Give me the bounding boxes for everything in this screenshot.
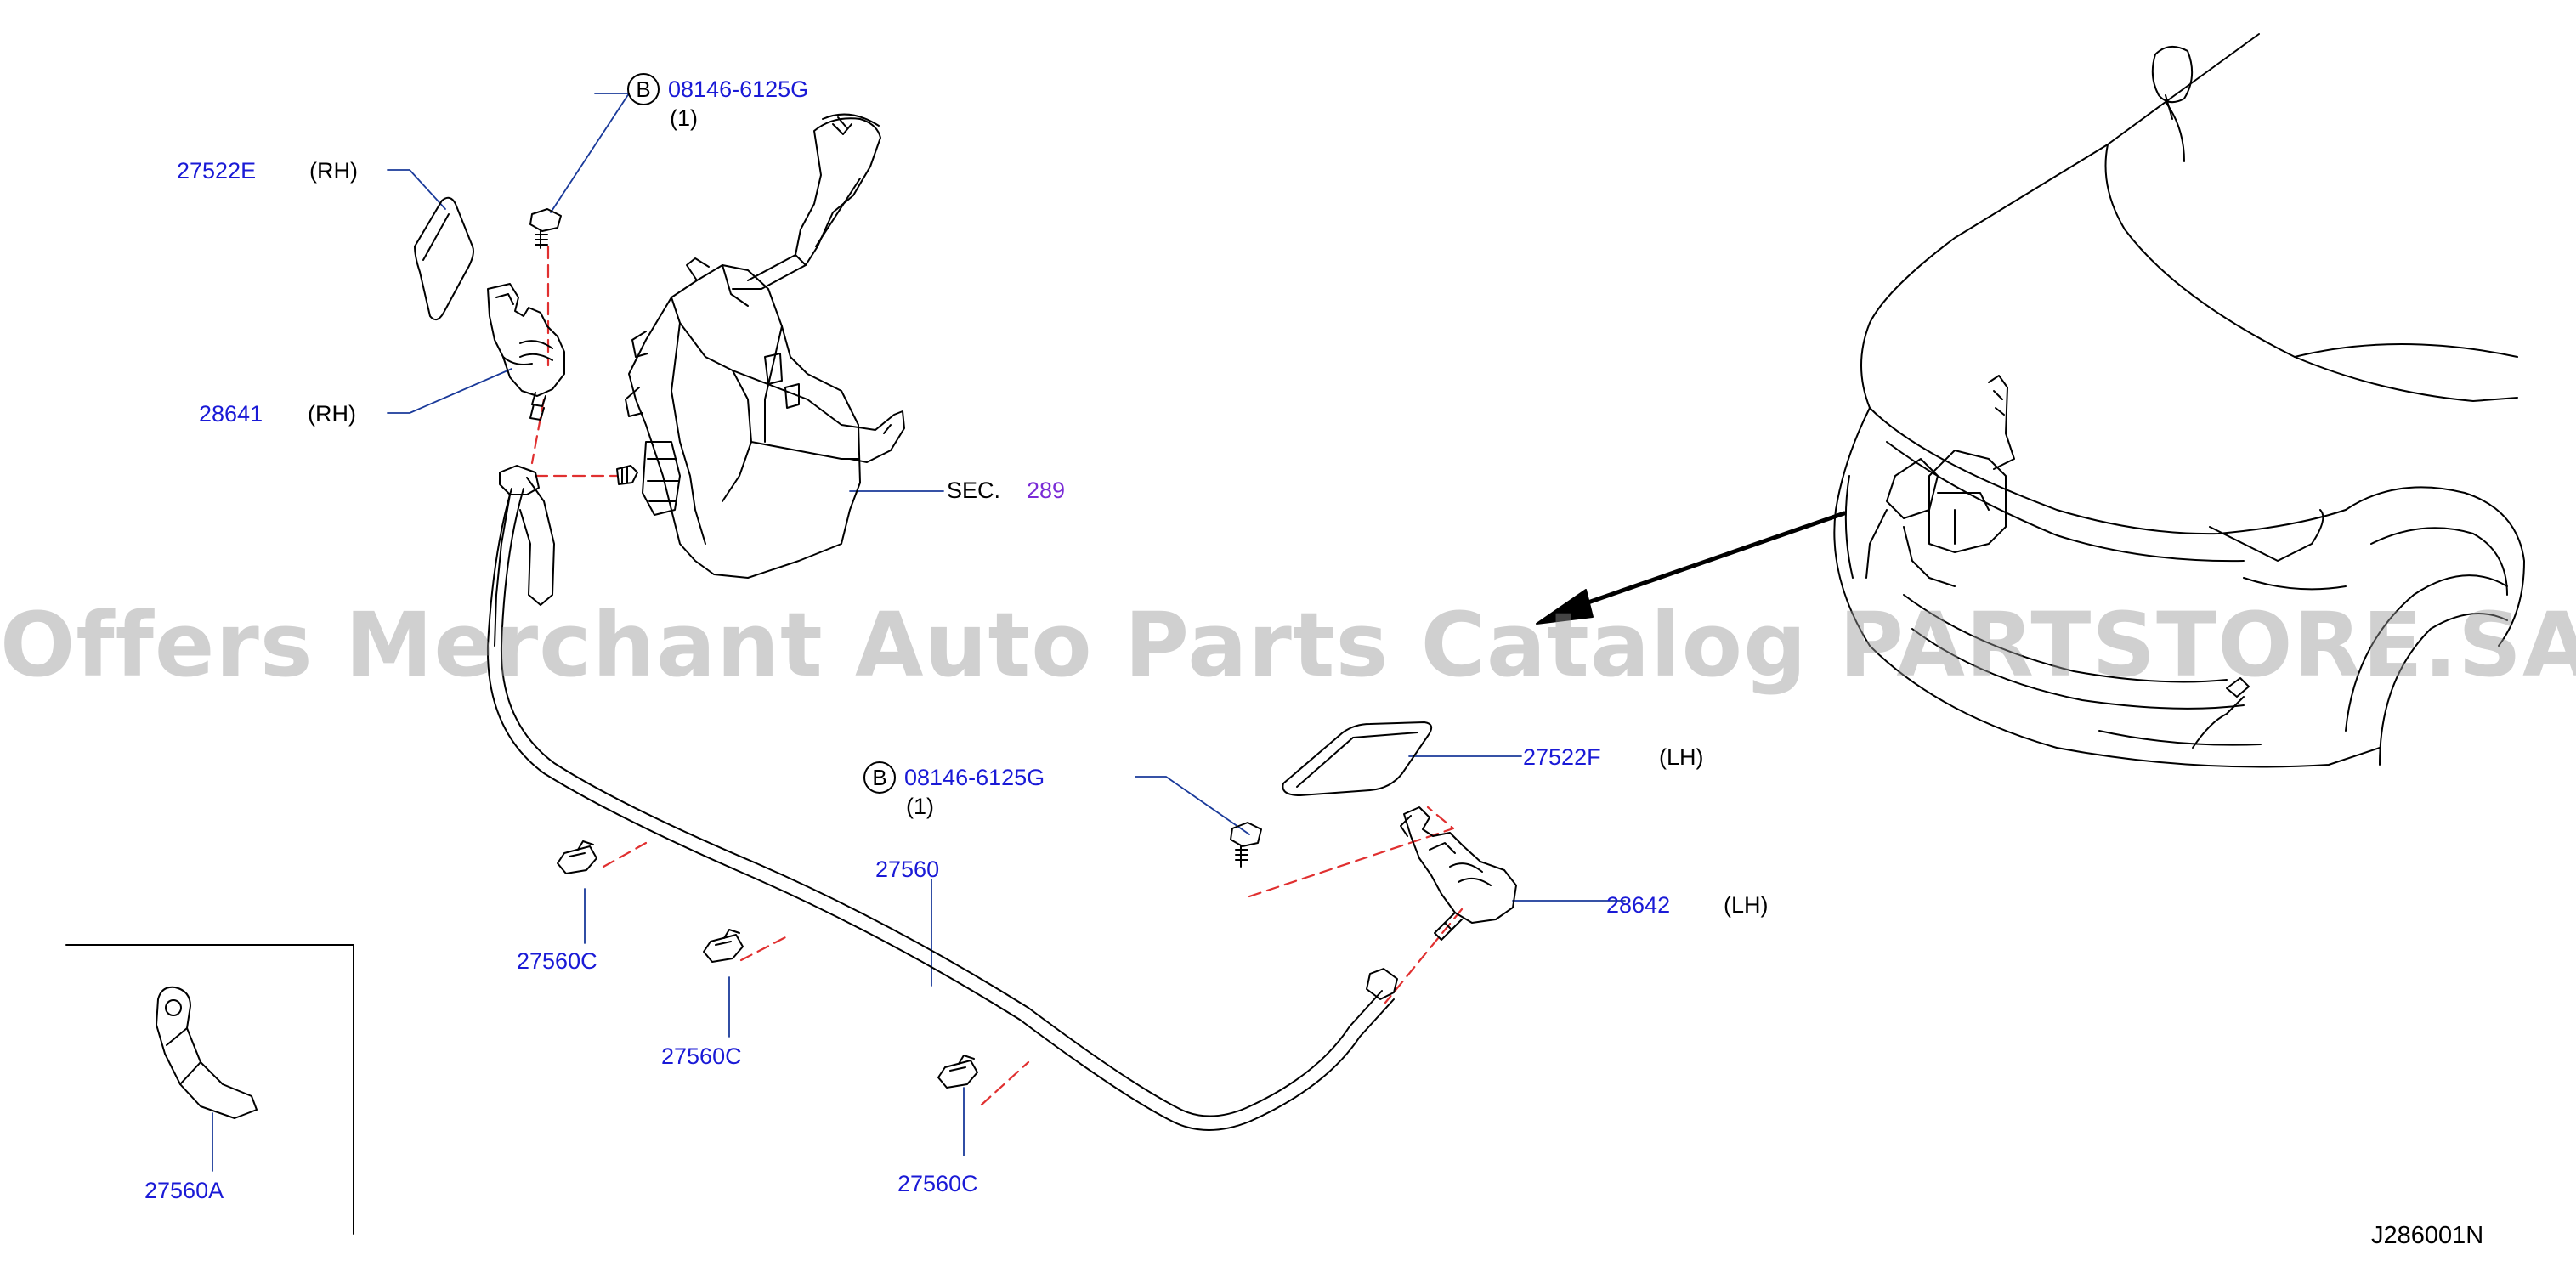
section-ref-number[interactable]: 289	[1027, 478, 1066, 503]
inset-frame	[65, 944, 354, 1235]
part-27560-label[interactable]: 27560	[875, 857, 940, 882]
part-27522e-side: (RH)	[309, 158, 358, 184]
location-arrow	[1578, 511, 1847, 608]
clip-27560a	[156, 986, 258, 1119]
washer-hose	[486, 465, 1398, 1131]
part-27560c-label-3[interactable]: 27560C	[897, 1171, 978, 1196]
section-ref-text: SEC.	[947, 478, 1001, 503]
clip-1	[557, 840, 597, 874]
part-28642-label[interactable]: 28642	[1606, 892, 1671, 918]
part-27522e-label[interactable]: 27522E	[177, 158, 257, 184]
part-28642-side: (LH)	[1724, 892, 1769, 918]
bolt-top-part-number[interactable]: 08146-6125G	[668, 76, 809, 102]
bolt-mid	[1230, 822, 1262, 868]
part-27522f-side: (LH)	[1659, 744, 1704, 770]
arrow-head	[1536, 589, 1594, 625]
bolt-mid-qty: (1)	[906, 794, 934, 819]
bolt-mid-callout-letter: B	[863, 761, 896, 794]
bolt-mid-part-number[interactable]: 08146-6125G	[904, 765, 1045, 790]
bolt-top-callout-letter: B	[627, 73, 660, 105]
nozzle-cap-lh	[1282, 721, 1433, 796]
part-28641-label[interactable]: 28641	[199, 401, 263, 427]
part-27560a-label[interactable]: 27560A	[144, 1178, 224, 1203]
part-27560c-label-1[interactable]: 27560C	[517, 948, 597, 974]
clip-2	[703, 929, 744, 963]
clip-3	[937, 1055, 978, 1089]
bolt-top	[529, 208, 562, 249]
nozzle-cap-rh	[414, 196, 474, 321]
diagram-id: J286001N	[2371, 1222, 2484, 1249]
part-27522f-label[interactable]: 27522F	[1523, 744, 1601, 770]
part-28641-side: (RH)	[308, 401, 356, 427]
washer-tank	[616, 113, 905, 579]
part-27560c-label-2[interactable]: 27560C	[661, 1043, 742, 1069]
car-front	[1833, 33, 2525, 768]
watermark: Offers Merchant Auto Parts Catalog PARTS…	[0, 593, 2576, 697]
bolt-top-qty: (1)	[670, 105, 698, 131]
nozzle-rh	[487, 283, 565, 421]
nozzle-lh	[1400, 806, 1517, 941]
